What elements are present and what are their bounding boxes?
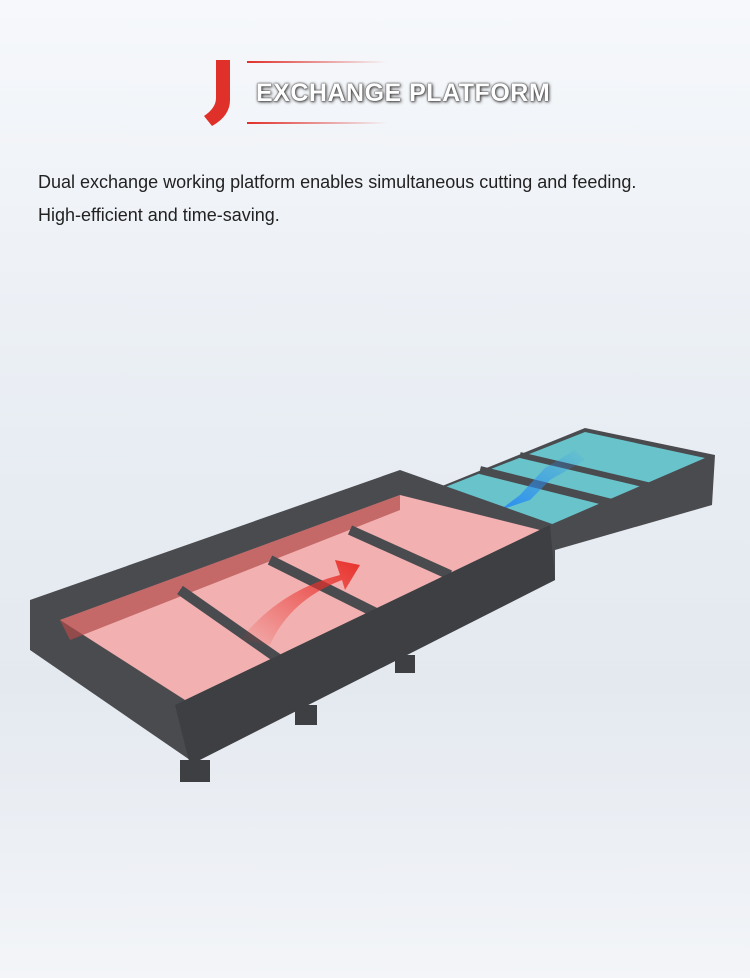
description-line-1: Dual exchange working platform enables s… [38, 172, 637, 192]
title-divider-top [247, 61, 387, 63]
exchange-platform-illustration [30, 428, 715, 782]
brand-logo-icon [204, 60, 230, 126]
red-platform [30, 470, 555, 782]
title-divider-bottom [247, 122, 387, 124]
description-line-2: High-efficient and time-saving. [38, 205, 280, 225]
section-title: EXCHANGE PLATFORM [256, 79, 551, 107]
